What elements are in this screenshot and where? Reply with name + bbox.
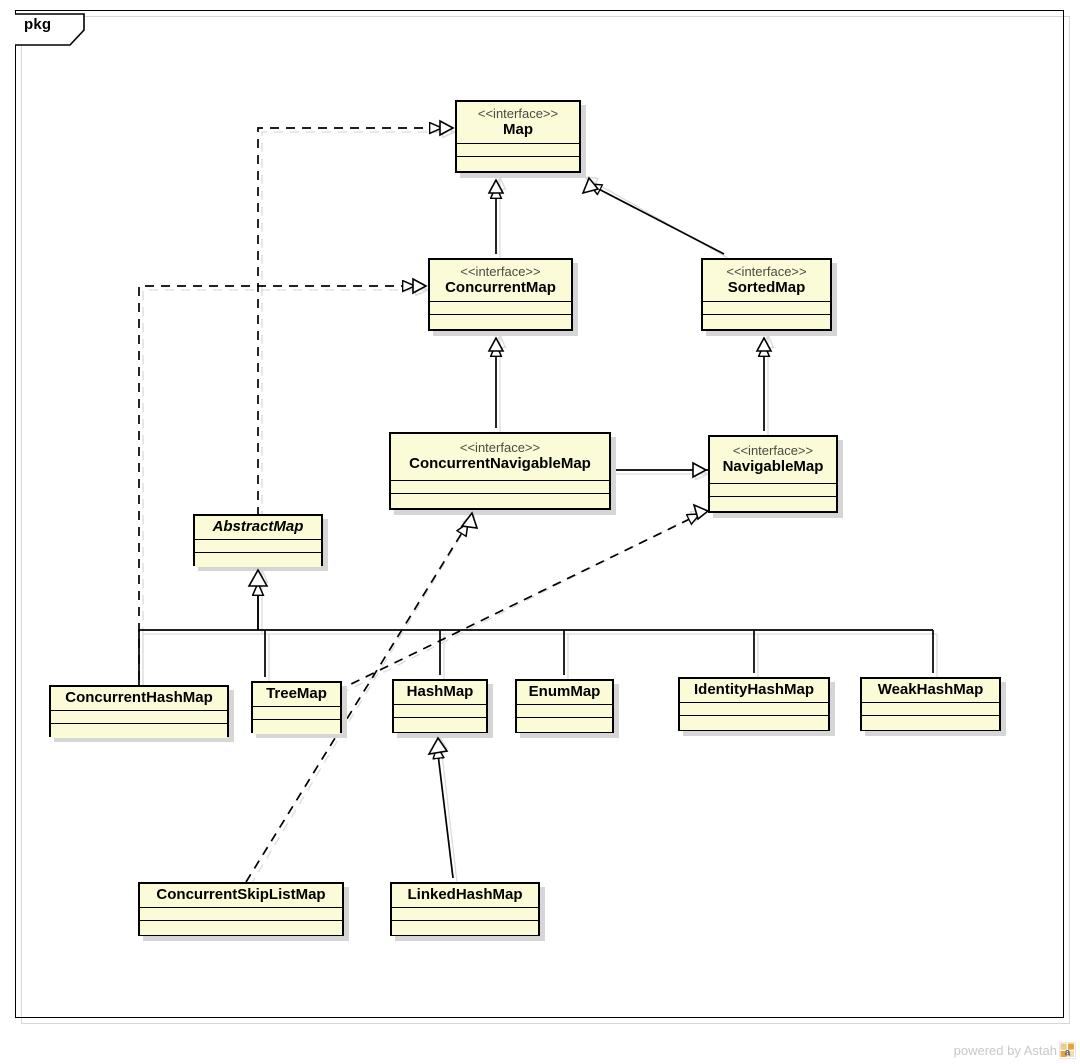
node-body: <<interface>> ConcurrentNavigableMap: [389, 432, 611, 510]
class-name-label: NavigableMap: [722, 458, 824, 475]
attributes-compartment: [51, 710, 227, 723]
package-frame: [15, 10, 1064, 1018]
operations-compartment: [394, 717, 486, 732]
node-body: ConcurrentSkipListMap: [138, 882, 344, 936]
astah-logo-icon: a: [1059, 1042, 1076, 1059]
attributes-compartment: [680, 702, 828, 715]
class-name-label: IdentityHashMap: [693, 681, 814, 698]
attributes-compartment: [517, 704, 612, 717]
attributes-compartment: [392, 907, 538, 920]
node-header: LinkedHashMap: [392, 884, 538, 907]
node-header: <<interface>> ConcurrentMap: [430, 260, 571, 301]
class-node-concurrentskiplistmap[interactable]: ConcurrentSkipListMap: [138, 882, 349, 941]
stereotype-label: <<interface>>: [459, 440, 541, 455]
operations-compartment: [710, 496, 836, 511]
watermark-text: powered by Astah: [953, 1043, 1057, 1058]
node-header: <<interface>> Map: [457, 102, 579, 143]
node-body: IdentityHashMap: [678, 677, 830, 731]
class-name-label: ConcurrentNavigableMap: [409, 455, 591, 472]
package-frame-shadow: [21, 16, 1070, 1024]
attributes-compartment: [862, 702, 999, 715]
node-header: AbstractMap: [195, 516, 321, 539]
node-body: WeakHashMap: [860, 677, 1001, 731]
operations-compartment: [680, 715, 828, 730]
class-node-concurrentnavigablemap[interactable]: <<interface>> ConcurrentNavigableMap: [389, 432, 616, 515]
class-node-concurrentmap[interactable]: <<interface>> ConcurrentMap: [428, 258, 578, 336]
node-body: ConcurrentHashMap: [49, 685, 229, 738]
class-name-label: Map: [503, 120, 533, 138]
attributes-compartment: [430, 301, 571, 314]
stereotype-label: <<interface>>: [460, 263, 541, 279]
operations-compartment: [253, 719, 340, 734]
watermark: powered by Astah a: [954, 1042, 1076, 1059]
attributes-compartment: [457, 143, 579, 156]
class-name-label: HashMap: [406, 683, 474, 700]
node-header: EnumMap: [517, 681, 612, 704]
class-name-label: LinkedHashMap: [407, 886, 523, 903]
node-header: <<interface>> SortedMap: [703, 260, 830, 301]
stereotype-label: <<interface>>: [732, 443, 814, 458]
package-label: pkg: [24, 16, 52, 33]
attributes-compartment: [140, 907, 342, 920]
attributes-compartment: [710, 483, 836, 496]
node-body: EnumMap: [515, 679, 614, 733]
node-body: <<interface>> ConcurrentMap: [428, 258, 573, 331]
node-body: AbstractMap: [193, 514, 323, 567]
operations-compartment: [430, 314, 571, 329]
node-body: <<interface>> NavigableMap: [708, 435, 838, 513]
class-name-label: ConcurrentHashMap: [65, 689, 213, 706]
node-body: <<interface>> SortedMap: [701, 258, 832, 331]
package-tab: [8, 4, 93, 46]
class-name-label: ConcurrentMap: [445, 278, 556, 296]
stereotype-label: <<interface>>: [726, 263, 807, 279]
operations-compartment: [457, 156, 579, 171]
class-node-abstractmap[interactable]: AbstractMap: [193, 514, 328, 571]
class-node-map[interactable]: <<interface>> Map: [455, 100, 586, 178]
operations-compartment: [51, 723, 227, 738]
node-body: HashMap: [392, 679, 488, 733]
class-node-identityhashmap[interactable]: IdentityHashMap: [678, 677, 835, 736]
operations-compartment: [517, 717, 612, 732]
class-node-navigablemap[interactable]: <<interface>> NavigableMap: [708, 435, 843, 518]
node-header: HashMap: [394, 681, 486, 704]
class-name-label: AbstractMap: [212, 518, 304, 535]
class-name-label: WeakHashMap: [877, 681, 984, 698]
node-body: LinkedHashMap: [390, 882, 540, 936]
class-node-treemap[interactable]: TreeMap: [251, 681, 347, 738]
svg-text:a: a: [1065, 1047, 1071, 1058]
operations-compartment: [703, 314, 830, 329]
attributes-compartment: [391, 480, 609, 493]
class-name-label: ConcurrentSkipListMap: [156, 886, 326, 903]
class-node-weakhashmap[interactable]: WeakHashMap: [860, 677, 1006, 736]
node-header: WeakHashMap: [862, 679, 999, 702]
operations-compartment: [140, 920, 342, 935]
node-header: ConcurrentHashMap: [51, 687, 227, 710]
class-node-concurrenthashmap[interactable]: ConcurrentHashMap: [49, 685, 234, 742]
class-node-hashmap[interactable]: HashMap: [392, 679, 493, 738]
operations-compartment: [195, 552, 321, 567]
node-header: TreeMap: [253, 683, 340, 706]
node-header: ConcurrentSkipListMap: [140, 884, 342, 907]
stereotype-label: <<interface>>: [477, 105, 559, 121]
class-node-linkedhashmap[interactable]: LinkedHashMap: [390, 882, 545, 941]
class-node-sortedmap[interactable]: <<interface>> SortedMap: [701, 258, 837, 336]
node-header: IdentityHashMap: [680, 679, 828, 702]
node-body: TreeMap: [251, 681, 342, 734]
node-body: <<interface>> Map: [455, 100, 581, 173]
attributes-compartment: [394, 704, 486, 717]
operations-compartment: [391, 493, 609, 508]
operations-compartment: [862, 715, 999, 730]
attributes-compartment: [195, 539, 321, 552]
class-name-label: EnumMap: [528, 683, 601, 700]
attributes-compartment: [703, 301, 830, 314]
operations-compartment: [392, 920, 538, 935]
attributes-compartment: [253, 706, 340, 719]
node-header: <<interface>> NavigableMap: [710, 437, 836, 483]
class-node-enummap[interactable]: EnumMap: [515, 679, 619, 738]
node-header: <<interface>> ConcurrentNavigableMap: [391, 434, 609, 480]
class-name-label: SortedMap: [727, 278, 806, 296]
class-name-label: TreeMap: [266, 685, 327, 702]
